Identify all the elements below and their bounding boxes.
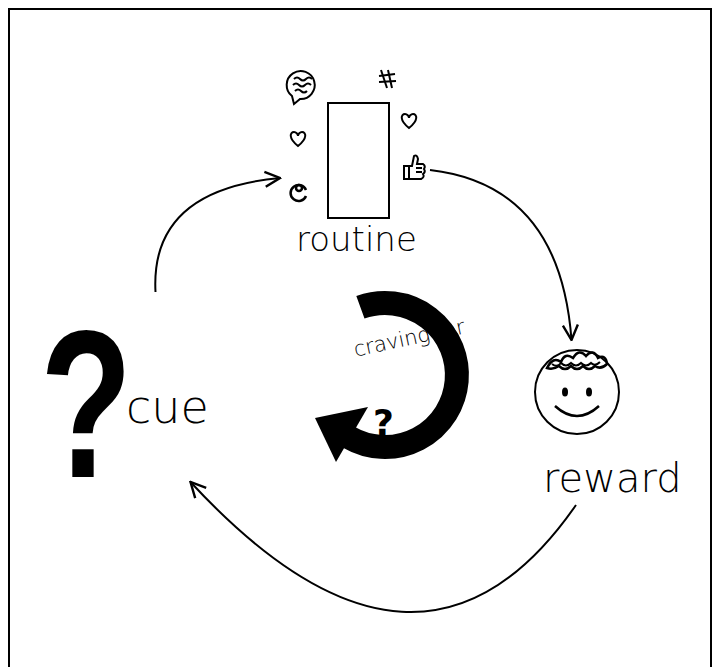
hash-icon [379, 70, 396, 88]
routine-node: routine [280, 62, 430, 262]
cycle-arrow [155, 178, 280, 292]
reward-label: reward [543, 458, 682, 498]
at-icon [291, 185, 306, 201]
craving-question-mark: ? [373, 405, 394, 441]
heart-icon [402, 114, 417, 128]
thumbs-up-icon [404, 155, 425, 179]
reward-node: reward [525, 340, 675, 505]
eye [586, 388, 592, 397]
cycle-arrowhead [315, 407, 368, 462]
cycle-arrow [191, 482, 577, 612]
speech-bubble-icon [287, 71, 315, 104]
eye [562, 388, 568, 397]
hair-scribble [552, 362, 600, 366]
smile [555, 406, 599, 416]
routine-label: routine [296, 222, 417, 256]
cycle-arrow [430, 170, 572, 340]
cue-question-mark: ? [40, 300, 132, 510]
cue-node: ?cue [40, 292, 215, 482]
hair-scribble [547, 352, 607, 369]
phone-outline [328, 103, 389, 218]
heart-icon [291, 132, 306, 146]
cue-label: cue [126, 384, 209, 430]
face-outline [535, 350, 619, 434]
